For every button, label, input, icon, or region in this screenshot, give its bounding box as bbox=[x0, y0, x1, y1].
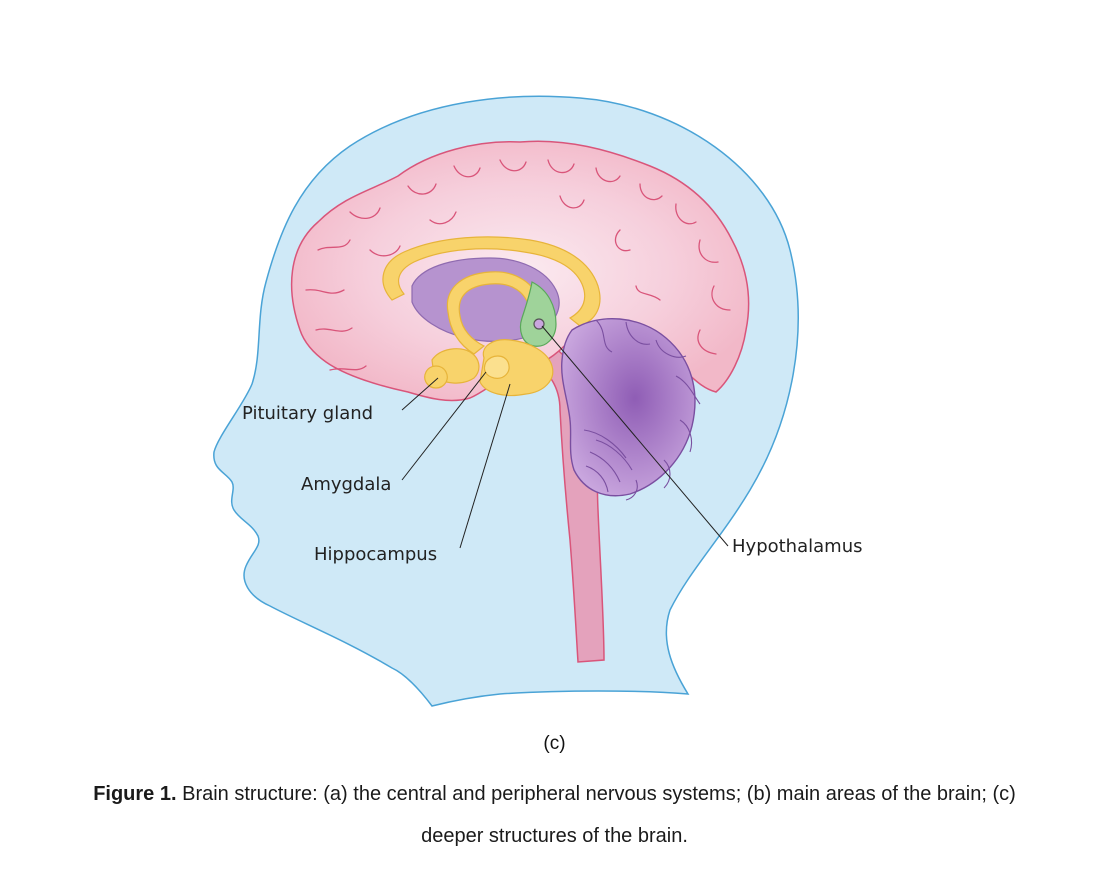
caption-prefix: Figure 1. bbox=[93, 783, 177, 805]
caption-text-1: Brain structure: (a) the central and per… bbox=[176, 783, 1016, 805]
caption-line-1: Figure 1. Brain structure: (a) the centr… bbox=[0, 773, 1109, 815]
label-hypothalamus: Hypothalamus bbox=[732, 536, 862, 557]
hypothalamus-shape bbox=[519, 281, 557, 347]
pituitary-shape bbox=[424, 365, 448, 389]
leader-lines bbox=[401, 325, 729, 549]
label-hippocampus: Hippocampus bbox=[314, 544, 437, 565]
gyri bbox=[305, 159, 731, 371]
label-amygdala: Amygdala bbox=[301, 474, 391, 495]
hypothalamus-nucleus bbox=[533, 318, 545, 330]
amygdala-shape bbox=[483, 355, 510, 379]
cerebellum bbox=[560, 318, 701, 501]
panel-label: (c) bbox=[543, 733, 566, 754]
hippocampus-shape bbox=[479, 339, 554, 397]
label-pituitary-gland: Pituitary gland bbox=[242, 403, 373, 424]
fornix bbox=[446, 271, 541, 355]
caption-line-2: deeper structures of the brain. bbox=[421, 825, 688, 847]
figure-caption: Figure 1. Brain structure: (a) the centr… bbox=[0, 773, 1109, 857]
